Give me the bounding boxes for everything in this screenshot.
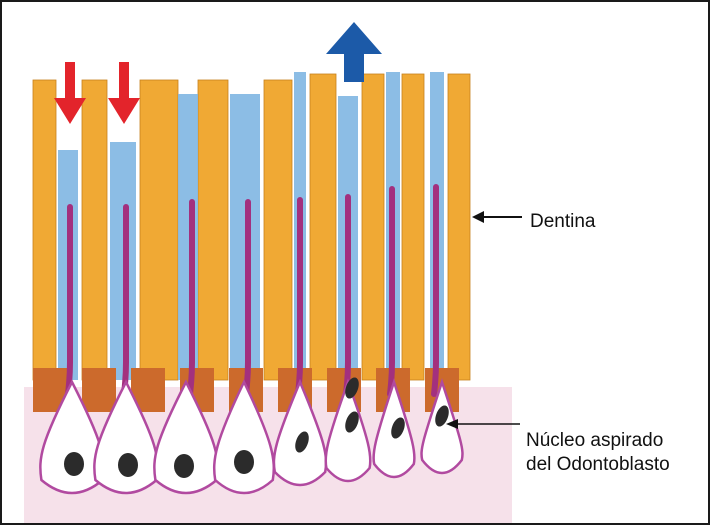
outward-arrow: [326, 22, 382, 82]
dentin-tubule-4: [198, 80, 228, 380]
dentin-tubule-1: [33, 80, 56, 380]
nucleo-label-line2: del Odontoblasto: [526, 453, 670, 477]
odontoblast-process-8: [434, 187, 436, 394]
dentin-tubule-7: [362, 74, 384, 380]
dentin-tubule-6: [310, 74, 336, 380]
dentin-tubule-9: [448, 74, 470, 380]
dentin-tubule-5: [264, 80, 292, 380]
nucleo-label-line1: Núcleo aspirado: [526, 429, 670, 453]
odontoblast-process-1: [68, 207, 70, 394]
odontoblast-process-5: [298, 200, 300, 394]
inward-arrow-1: [54, 62, 86, 124]
odontoblast-process-2: [124, 207, 126, 394]
dentina-pointer-arrowhead: [472, 211, 484, 223]
odontoblast-process-3: [190, 202, 192, 394]
dentin-tubule-3: [140, 80, 178, 380]
dentina-label: Dentina: [530, 210, 596, 234]
dentin-tubule-2: [82, 80, 107, 380]
odontoblast-process-4: [246, 202, 248, 394]
odontoblast-process-6: [346, 197, 348, 394]
nucleo-aspirado-label: Núcleo aspirado del Odontoblasto: [526, 429, 670, 477]
odontoblast-process-7: [390, 189, 392, 394]
nucleus-4: [234, 450, 254, 474]
nucleus-2: [118, 453, 138, 477]
predentin-block-2: [82, 368, 116, 412]
nucleus-1: [64, 452, 84, 476]
nucleus-3: [174, 454, 194, 478]
dentin-tubule-8: [402, 74, 424, 380]
inward-arrow-2: [108, 62, 140, 124]
